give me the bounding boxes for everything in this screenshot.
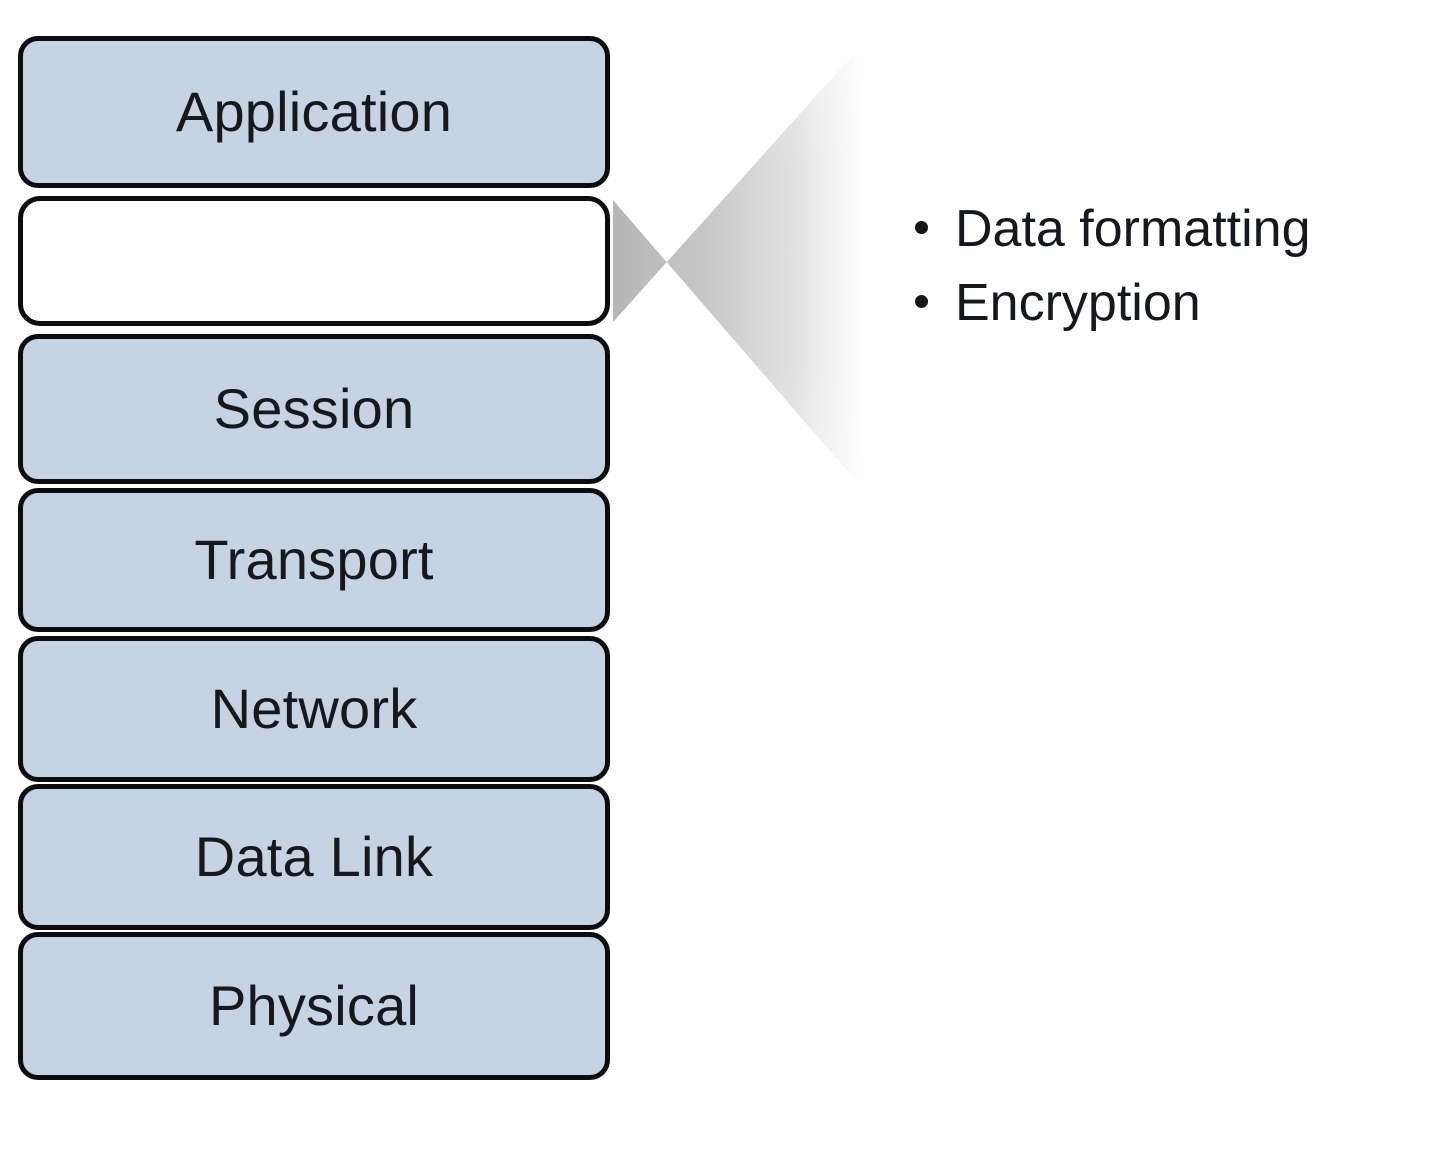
layer-box-presentation-blank[interactable] bbox=[18, 196, 610, 326]
layer-box-network[interactable]: Network bbox=[18, 636, 610, 782]
bullet-dot-icon bbox=[915, 295, 928, 308]
callout-bullet-text-encryption: Encryption bbox=[955, 274, 1201, 332]
layer-label-session: Session bbox=[213, 377, 415, 440]
callout-bullet-text-data-formatting: Data formatting bbox=[955, 200, 1311, 258]
layer-box-transport[interactable]: Transport bbox=[18, 488, 610, 632]
layer-box-data-link[interactable]: Data Link bbox=[18, 784, 610, 930]
callout-cone-icon bbox=[613, 38, 868, 495]
layer-box-session[interactable]: Session bbox=[18, 334, 610, 484]
list-item: Encryption bbox=[915, 270, 1425, 336]
callout-bullet-list: Data formatting Encryption bbox=[915, 196, 1425, 344]
layer-label-transport: Transport bbox=[194, 528, 434, 591]
layer-box-application[interactable]: Application bbox=[18, 36, 610, 188]
layer-label-application: Application bbox=[175, 80, 453, 143]
layer-label-physical: Physical bbox=[208, 974, 420, 1037]
list-item: Data formatting bbox=[915, 196, 1425, 262]
layer-box-physical[interactable]: Physical bbox=[18, 932, 610, 1080]
bullet-dot-icon bbox=[915, 221, 928, 234]
layer-label-network: Network bbox=[210, 677, 418, 740]
layer-label-data-link: Data Link bbox=[194, 825, 434, 888]
